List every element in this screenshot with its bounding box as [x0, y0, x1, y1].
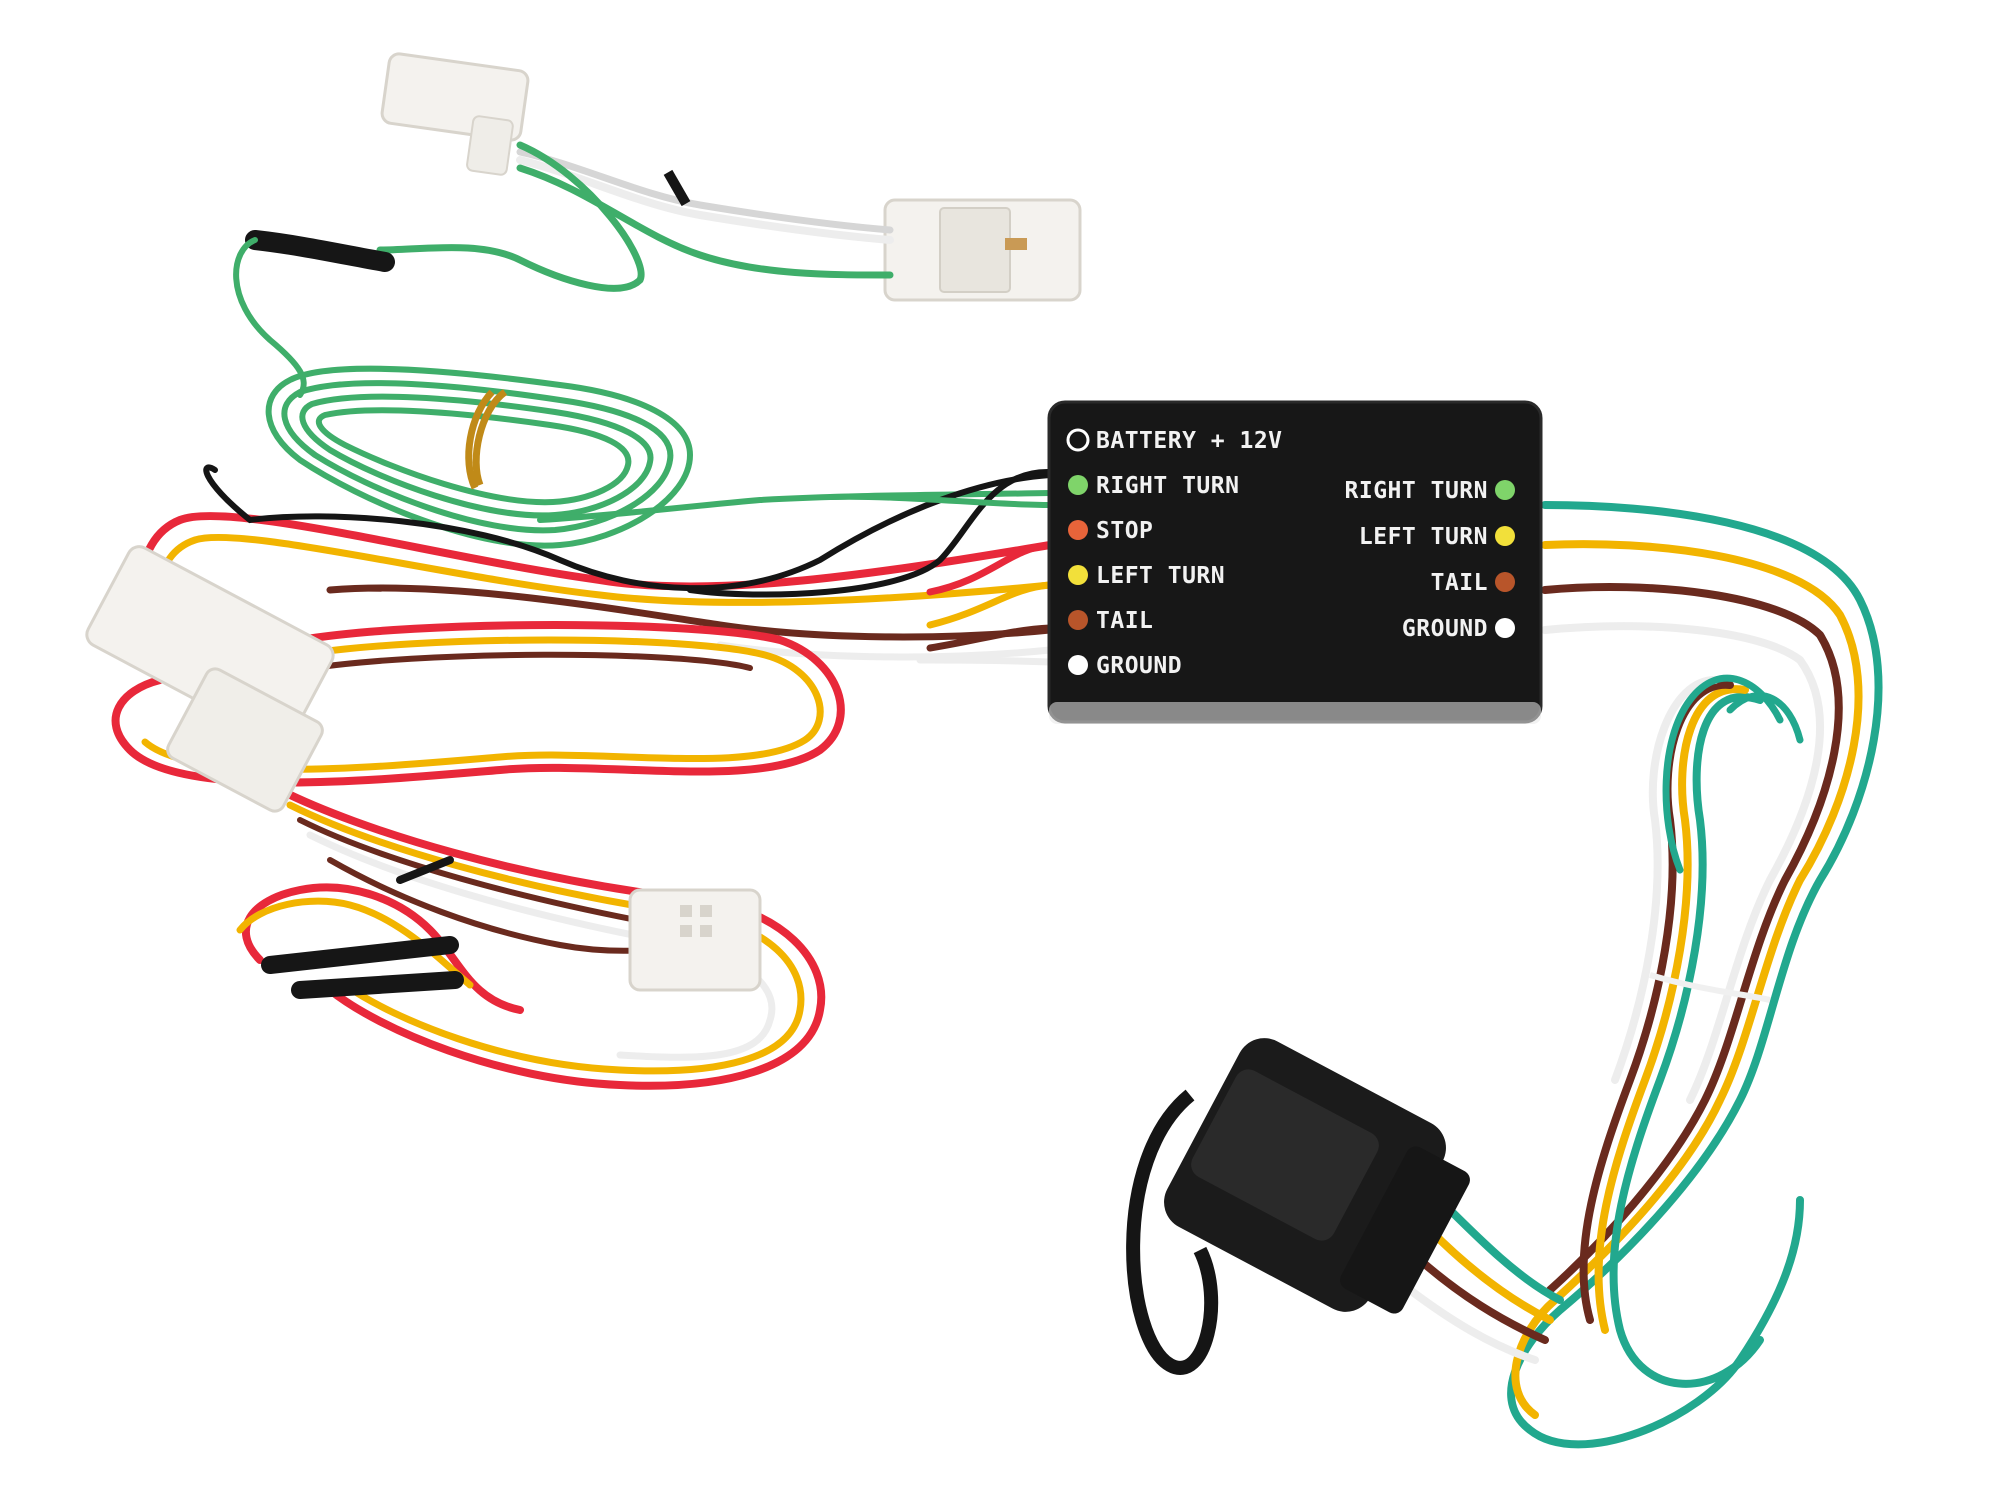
output-terminal-dot-left-turn [1495, 526, 1515, 546]
input-terminal-label-right-turn: RIGHT TURN [1096, 473, 1239, 499]
box-input-wires [687, 468, 1054, 666]
right-harness-loops [1406, 501, 1883, 1449]
green-coil [233, 237, 1053, 549]
right-harness-tie [1649, 972, 1771, 1003]
left-white-connector [85, 545, 335, 813]
heatshrink-splices [261, 856, 464, 999]
input-terminal-dot-left-turn [1068, 565, 1088, 585]
top-wire-bundle [376, 141, 894, 292]
input-terminal-dot-right-turn [1068, 475, 1088, 495]
output-terminals: RIGHT TURN LEFT TURN TAIL GROUND [1345, 478, 1515, 642]
output-terminal-dot-right-turn [1495, 480, 1515, 500]
top-white-connector-left [380, 52, 530, 176]
input-terminal-label-tail: TAIL [1096, 608, 1153, 634]
coil-tie [465, 389, 508, 490]
input-terminal-label-battery-12v: BATTERY + 12V [1096, 428, 1283, 454]
input-terminal-label-ground: GROUND [1096, 653, 1182, 679]
trailer-plug [1126, 1038, 1470, 1375]
output-terminal-label-right-turn: RIGHT TURN [1345, 478, 1488, 504]
converter-box [1047, 400, 1543, 724]
input-terminals: BATTERY + 12V RIGHT TURN STOP LEFT TURN TAIL… [1066, 428, 1283, 679]
top-white-connector-right [883, 198, 1082, 302]
output-terminal-dot-tail [1495, 572, 1515, 592]
input-terminal-dot-stop [1068, 520, 1088, 540]
input-terminal-dot-ground [1068, 655, 1088, 675]
input-terminal-label-left-turn: LEFT TURN [1096, 563, 1225, 589]
output-terminal-dot-ground [1495, 618, 1515, 638]
green-lead-heatshrink [245, 230, 395, 272]
bottom-small-connector [628, 888, 762, 992]
input-terminal-label-stop: STOP [1096, 518, 1153, 544]
output-terminal-label-left-turn: LEFT TURN [1359, 524, 1488, 550]
input-terminal-dot-battery-12v [1066, 428, 1090, 452]
output-terminal-label-ground: GROUND [1402, 616, 1488, 642]
output-terminal-label-tail: TAIL [1431, 570, 1488, 596]
input-terminal-dot-tail [1068, 610, 1088, 630]
